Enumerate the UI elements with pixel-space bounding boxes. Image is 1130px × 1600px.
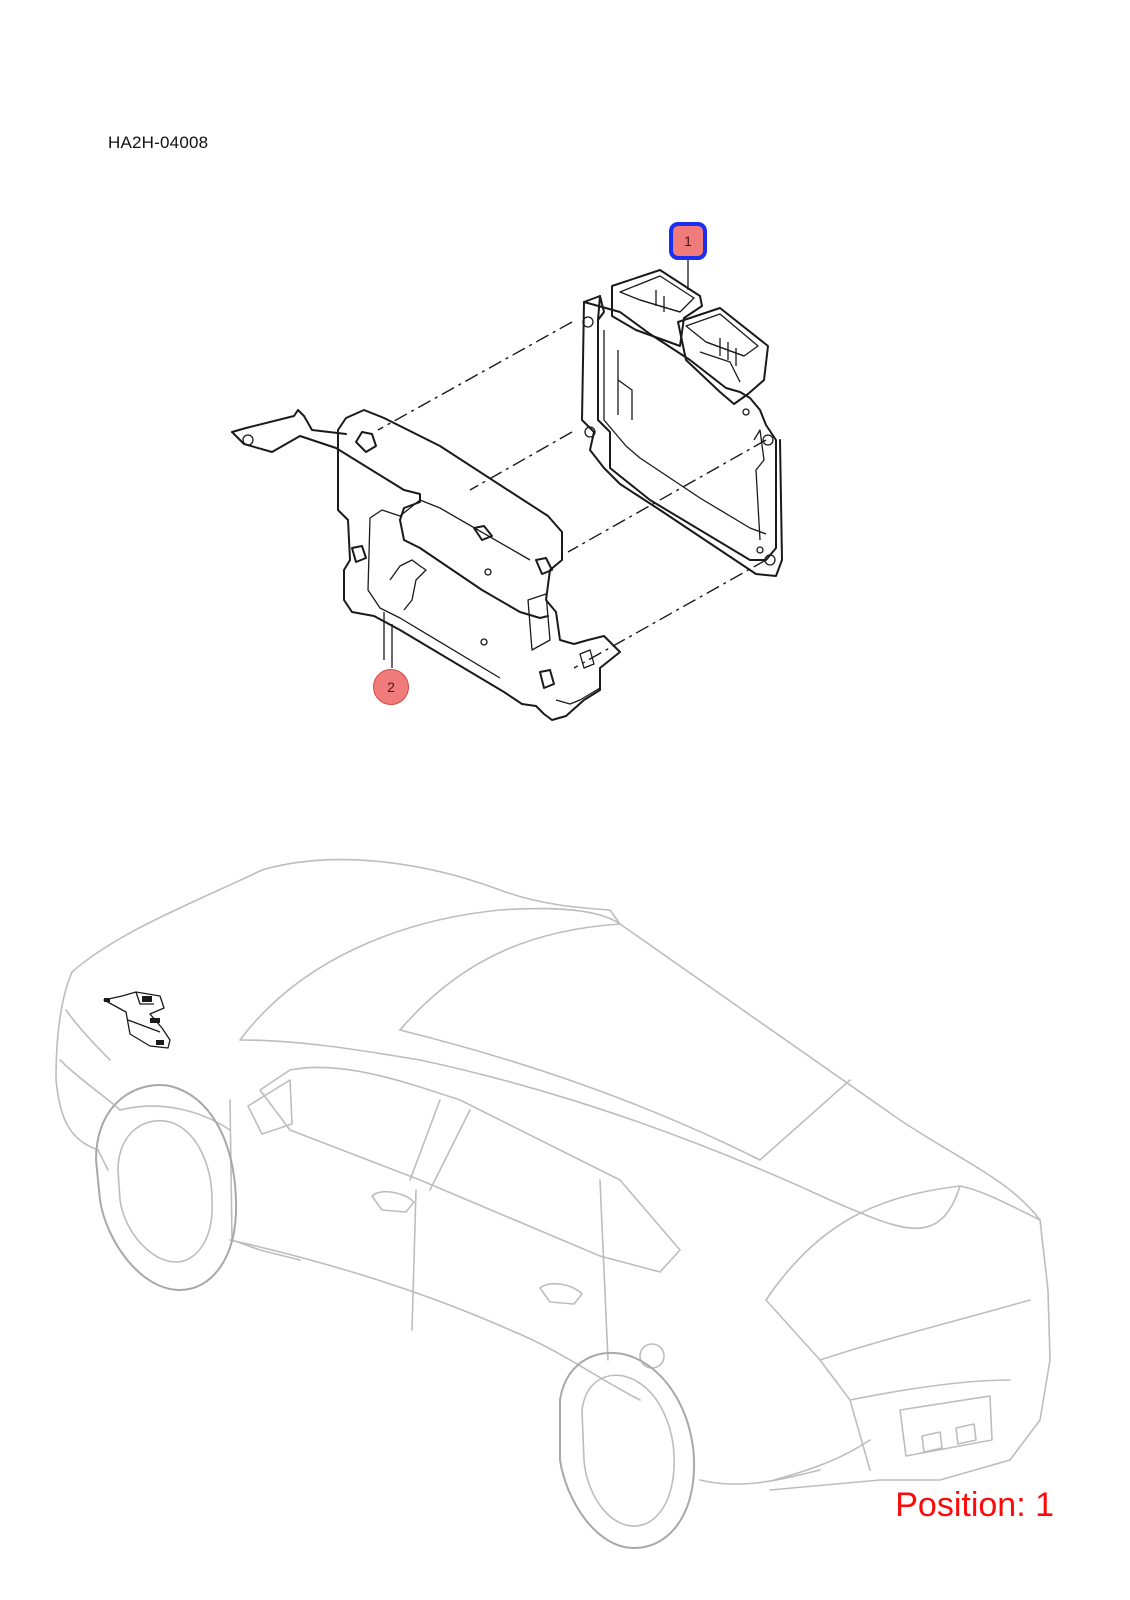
ecu-bracket-drawing <box>231 258 783 721</box>
callout-1[interactable]: 1 <box>669 222 707 260</box>
car-outline <box>55 858 1051 1550</box>
callout-2-label: 2 <box>387 679 395 695</box>
callout-2[interactable]: 2 <box>373 669 409 705</box>
diagram-code: HA2H-04008 <box>108 133 209 152</box>
ecu-module <box>581 269 783 577</box>
ecu-location-marker <box>103 991 171 1049</box>
position-indicator: Position: 1 <box>895 1486 1054 1524</box>
assembly-lines <box>377 321 767 669</box>
mounting-bracket <box>231 409 621 721</box>
callout-1-label: 1 <box>684 233 692 249</box>
